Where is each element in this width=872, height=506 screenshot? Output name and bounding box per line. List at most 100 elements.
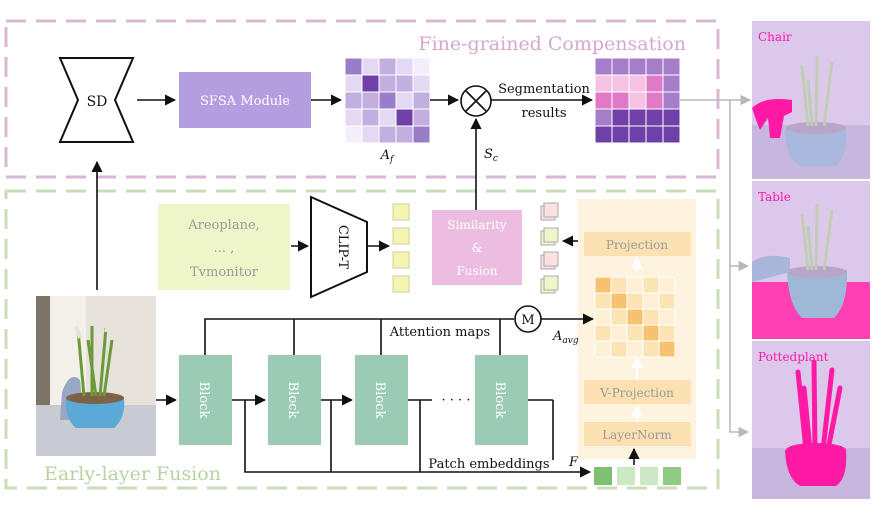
matrix-cell xyxy=(611,125,630,144)
matrix-cell xyxy=(412,57,431,76)
attention-heatmap xyxy=(594,276,676,358)
matrix-cell xyxy=(594,308,612,326)
matrix-cell xyxy=(412,91,431,110)
matrix-cell xyxy=(344,74,363,93)
af-label: Af xyxy=(380,148,395,165)
mean-operator-label: M xyxy=(521,313,534,328)
matrix-cell xyxy=(658,308,676,326)
matrix-cell xyxy=(412,125,431,144)
fine-grained-title: Fine-grained Compensation xyxy=(418,33,686,55)
connectors xyxy=(91,94,640,478)
matrix-cell xyxy=(642,324,660,342)
matrix-cell xyxy=(594,292,612,310)
matrix-cell xyxy=(642,276,660,294)
matrix-cell xyxy=(378,108,397,127)
matrix-cell xyxy=(626,324,644,342)
matrix-cell xyxy=(378,125,397,144)
sc-label: Sc xyxy=(484,147,498,164)
a-avg-label: Aavg xyxy=(552,329,579,346)
patch-embeddings-label: Patch embeddings xyxy=(428,457,549,472)
and-label: & xyxy=(472,241,483,255)
segmentation-label-2: results xyxy=(521,106,566,121)
matrix-cell xyxy=(611,91,630,110)
matrix-cell xyxy=(594,340,612,358)
similarity-fusion-box xyxy=(432,210,522,285)
f-label: F xyxy=(568,455,579,470)
v-projection-label: V-Projection xyxy=(599,386,674,400)
block-1-label: Block xyxy=(196,382,211,419)
matrix-cell xyxy=(361,91,380,110)
matrix-cell xyxy=(395,125,414,144)
matrix-cell xyxy=(594,57,613,76)
matrix-cell xyxy=(412,108,431,127)
matrix-cell xyxy=(395,91,414,110)
block-1: Block xyxy=(179,355,232,445)
matrix-cell xyxy=(378,74,397,93)
matrix-cell xyxy=(594,74,613,93)
result-arrows xyxy=(680,94,752,438)
matrix-cell xyxy=(658,324,676,342)
matrix-cell xyxy=(610,324,628,342)
sfsa-module xyxy=(179,72,311,128)
similarity-label: Similarity xyxy=(447,218,507,232)
matrix-cell xyxy=(658,276,676,294)
matrix-cell xyxy=(611,74,630,93)
matrix-cell xyxy=(662,57,681,76)
layernorm-label: LayerNorm xyxy=(602,428,672,442)
segmentation-label-1: Segmentation xyxy=(498,82,590,97)
class-name-last: Tvmonitor xyxy=(190,265,259,280)
matrix-cell xyxy=(626,276,644,294)
matrix-cell xyxy=(412,74,431,93)
af-matrix xyxy=(344,57,431,144)
matrix-cell xyxy=(395,57,414,76)
matrix-cell xyxy=(645,74,664,93)
matrix-cell xyxy=(361,125,380,144)
projection-box xyxy=(584,232,691,256)
matrix-cell xyxy=(611,108,630,127)
segmentation-matrix xyxy=(594,57,681,144)
early-fusion-title: Early-layer Fusion xyxy=(44,463,221,485)
matrix-cell xyxy=(610,308,628,326)
matrix-cell xyxy=(594,108,613,127)
sfsa-label: SFSA Module xyxy=(200,94,290,109)
matrix-cell xyxy=(626,308,644,326)
matrix-cell xyxy=(594,276,612,294)
matrix-cell xyxy=(658,292,676,310)
sd-label: SD xyxy=(87,94,108,110)
matrix-cell xyxy=(344,91,363,110)
matrix-cell xyxy=(626,340,644,358)
block-2: Block xyxy=(268,355,321,445)
attention-maps-label: Attention maps xyxy=(389,325,490,340)
matrix-cell xyxy=(628,125,647,144)
matrix-cell xyxy=(662,91,681,110)
matrix-cell xyxy=(626,292,644,310)
matrix-cell xyxy=(645,57,664,76)
fusion-label: Fusion xyxy=(456,264,497,278)
fused-embeddings xyxy=(540,202,559,294)
matrix-cell xyxy=(662,74,681,93)
block-3-label: Block xyxy=(372,382,387,419)
projection-label: Projection xyxy=(606,238,668,252)
input-image xyxy=(36,296,156,456)
fine-grained-region xyxy=(4,19,720,179)
matrix-cell xyxy=(610,276,628,294)
class-name-first: Areoplane, xyxy=(187,218,260,233)
matrix-cell xyxy=(642,308,660,326)
matrix-cell xyxy=(642,292,660,310)
result-pottedplant: Pottedplant xyxy=(752,341,870,499)
matrix-cell xyxy=(378,91,397,110)
matrix-cell xyxy=(628,74,647,93)
matrix-cell xyxy=(645,125,664,144)
matrix-cell xyxy=(628,108,647,127)
block-3: Block xyxy=(355,355,408,445)
matrix-cell xyxy=(662,125,681,144)
block-2-label: Block xyxy=(285,382,300,419)
block-4-label: Block xyxy=(492,382,507,419)
matrix-cell xyxy=(395,108,414,127)
matrix-cell xyxy=(645,108,664,127)
result-table: Table xyxy=(752,181,870,339)
clip-t-label: CLIP-T xyxy=(335,225,350,270)
matrix-cell xyxy=(642,340,660,358)
matrix-cell xyxy=(662,108,681,127)
